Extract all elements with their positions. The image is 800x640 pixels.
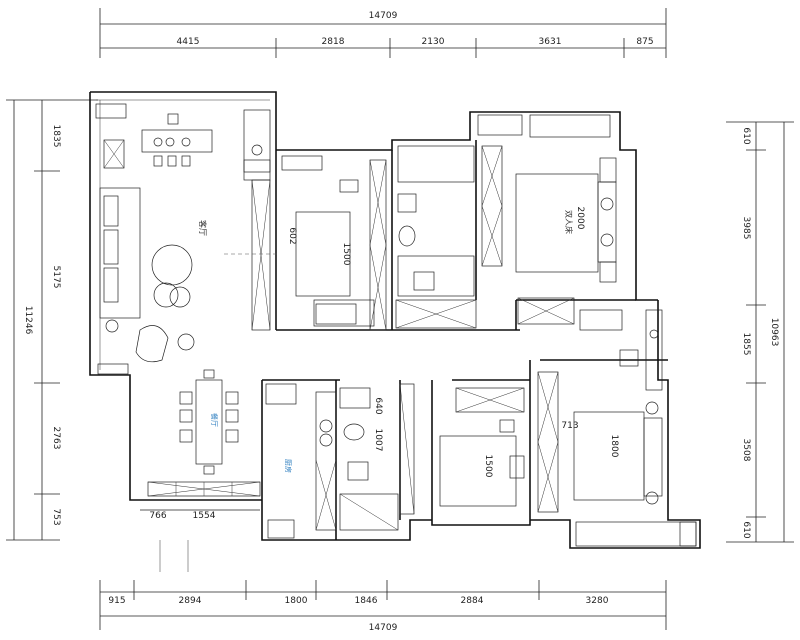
- bottom-dim-2: 2894: [179, 596, 202, 606]
- top-dim-2: 2818: [322, 37, 345, 47]
- right-dim-3: 1855: [741, 333, 751, 356]
- dim-1800: 1800: [609, 435, 619, 458]
- master-wardrobe: [481, 145, 503, 267]
- left-dim-2: 5175: [51, 266, 61, 289]
- living-room: 客厅: [95, 99, 278, 376]
- bottom-dim-1: 915: [108, 596, 125, 606]
- master-bedroom: 2000 双人床: [481, 145, 623, 331]
- dim-640: 640: [373, 397, 383, 414]
- interior-walls: [261, 140, 668, 540]
- right-dim-2: 3985: [741, 217, 751, 240]
- right-total-dim: 10963: [769, 318, 779, 347]
- sink-top: [398, 225, 416, 247]
- bed-4: [573, 411, 645, 501]
- bedroom-2: 602 1500: [281, 155, 387, 331]
- top-dim-3: 2130: [422, 37, 445, 47]
- bedroom-4: 713 1800: [537, 309, 663, 513]
- sink-bottom: [343, 423, 365, 441]
- shower: [339, 493, 399, 531]
- bedroom-3: 1500: [439, 387, 525, 507]
- right-dimension-chain: 610 3985 1855 3508 610 10963: [726, 121, 794, 543]
- top-dim-4: 3631: [539, 37, 562, 47]
- dining-label: 餐厅: [210, 413, 219, 427]
- bottom-dimension-chain: 915 2894 1800 1846 2884 3280 14709: [99, 580, 667, 633]
- right-dim-5: 610: [741, 521, 751, 538]
- toilet-top: [397, 193, 417, 213]
- right-dim-4: 3508: [741, 439, 751, 462]
- bottom-dim-4: 1846: [355, 596, 378, 606]
- vanity: [395, 299, 477, 329]
- armchair: [135, 325, 169, 363]
- kitchen-label: 厨房: [284, 459, 293, 473]
- top-dim-5: 875: [636, 37, 653, 47]
- dim-766: 766: [149, 511, 166, 521]
- bar-table: [141, 129, 213, 153]
- top-dim-1: 4415: [177, 37, 200, 47]
- living-label: 客厅: [198, 220, 208, 236]
- bottom-dim-3: 1800: [285, 596, 308, 606]
- bottom-dim-6: 3280: [586, 596, 609, 606]
- master-bed-label: 双人床: [564, 210, 574, 234]
- dim-602: 602: [287, 227, 297, 244]
- kitchen-counter: [315, 391, 337, 531]
- left-dim-4: 753: [51, 508, 61, 525]
- bed-2: [295, 211, 351, 297]
- bottom-dim-5: 2884: [461, 596, 484, 606]
- toilet-bottom: [347, 461, 369, 481]
- left-total-dim: 11246: [23, 306, 33, 335]
- right-dim-1: 610: [741, 127, 751, 144]
- bathroom-bottom: 640 1007: [339, 383, 415, 531]
- sofa: [99, 187, 141, 319]
- dim-1554: 1554: [193, 511, 216, 521]
- wardrobe-2: [369, 159, 387, 331]
- wardrobe-4: [537, 371, 559, 513]
- bed-3: [439, 435, 517, 507]
- storage-cabinet: [103, 139, 125, 169]
- dim-2000: 2000: [575, 207, 585, 230]
- top-dimension-chain: 14709 4415 2818 2130 3631 875: [99, 8, 667, 58]
- kitchen: 厨房: [265, 383, 337, 539]
- left-dimension-chain: 1835 5175 2763 753 11246: [6, 99, 98, 541]
- coffee-table: [151, 244, 193, 286]
- dim-1007: 1007: [373, 429, 383, 452]
- dining-area: 餐厅 766 1554: [140, 369, 261, 572]
- dim-713: 713: [561, 421, 578, 431]
- dim-1500-a: 1500: [341, 243, 351, 266]
- left-dim-1: 1835: [51, 125, 61, 148]
- wardrobe-3: [455, 387, 525, 413]
- bathroom-top: [395, 145, 477, 329]
- bottom-total-dim: 14709: [369, 623, 398, 633]
- window-left: [95, 103, 127, 119]
- left-dim-3: 2763: [51, 427, 61, 450]
- side-table: [177, 333, 195, 351]
- cabinet-right: [645, 309, 663, 391]
- dining-table: [195, 379, 223, 465]
- outer-walls: [89, 91, 701, 549]
- dim-1500-b: 1500: [483, 455, 493, 478]
- top-total-dim: 14709: [369, 11, 398, 21]
